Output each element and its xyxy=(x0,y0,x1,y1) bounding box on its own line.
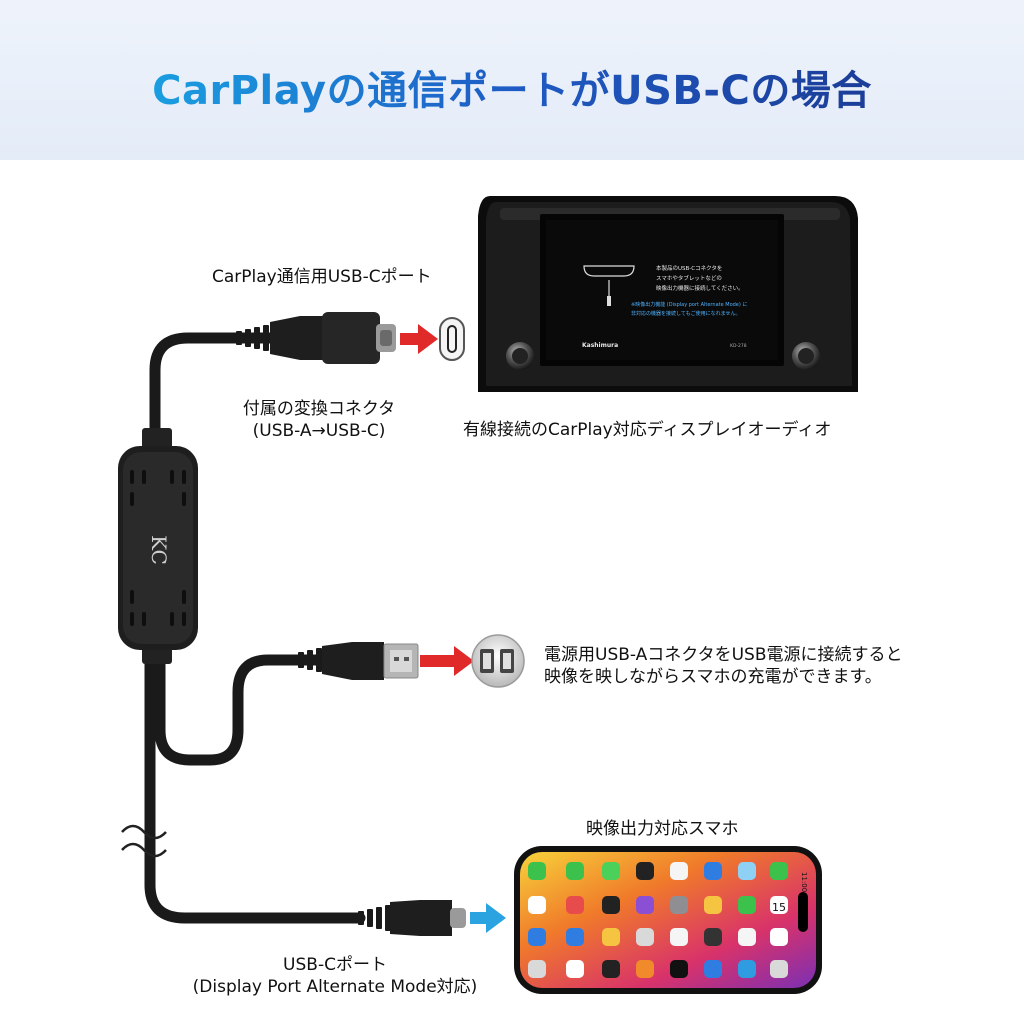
power-note: 電源用USB-AコネクタをUSB電源に接続すると 映像を映しながらスマホの充電が… xyxy=(544,644,903,688)
adapter-label-line1: 付属の変換コネクタ xyxy=(242,399,396,419)
usb-c-port-icon xyxy=(439,317,465,361)
cable-break-icon xyxy=(121,824,167,858)
usb-c-port-line1: USB-Cポート xyxy=(283,955,387,975)
carplay-port-label: CarPlay通信用USB-Cポート xyxy=(212,267,432,287)
header-banner xyxy=(0,0,1024,160)
display-screen xyxy=(546,220,778,360)
screen-line5: 非対応の機器を接続してもご使用になれません。 xyxy=(631,310,740,317)
screen-line3: 映像出力機器に接続してください。 xyxy=(656,284,744,292)
calendar-day: 15 xyxy=(772,901,786,914)
cable-phone xyxy=(144,654,366,924)
usb-c-port-label: USB-Cポート (Display Port Alternate Mode対応) xyxy=(170,954,500,998)
dynamic-island xyxy=(798,892,808,932)
usb-a-power-plug xyxy=(298,642,419,680)
power-note-line2: 映像を映しながらスマホの充電ができます。 xyxy=(544,667,882,687)
cables xyxy=(144,332,366,924)
usb-c-port-line2: (Display Port Alternate Mode対応) xyxy=(192,977,478,997)
adapter-label-line2: (USB-A→USB-C) xyxy=(252,421,386,441)
cable-top xyxy=(149,332,278,436)
arrow-to-usb-power xyxy=(420,646,474,676)
smartphone: 11:00 15 xyxy=(514,846,822,994)
power-note-line1: 電源用USB-AコネクタをUSB電源に接続すると xyxy=(544,645,903,665)
arrow-to-phone xyxy=(470,903,506,933)
phone-label: 映像出力対応スマホ xyxy=(586,819,739,839)
adapter-device: KC xyxy=(118,428,198,664)
usb-c-plug xyxy=(358,900,466,936)
usb-power-socket-icon xyxy=(471,634,525,688)
screen-line2: スマホやタブレットなどの xyxy=(656,274,722,282)
phone-time: 11:00 xyxy=(800,872,808,892)
page-title: CarPlayの通信ポートがUSB-Cの場合 xyxy=(152,68,872,114)
screen-model: KD-278 xyxy=(730,343,747,349)
display-audio-label: 有線接続のCarPlay対応ディスプレイオーディオ xyxy=(463,420,832,440)
screen-brand: Kashimura xyxy=(582,342,618,349)
app-grid: 15 xyxy=(528,862,788,978)
screen-line1: 本製品のUSB-Cコネクタを xyxy=(656,264,722,272)
arrow-to-carplay-port xyxy=(400,324,438,354)
cable-power xyxy=(154,654,326,766)
screen-line4: ※映像出力機能 (Display port Alternate Mode) に xyxy=(631,301,747,308)
adapter-label: 付属の変換コネクタ (USB-A→USB-C) xyxy=(224,398,414,442)
display-audio-unit: 本製品のUSB-Cコネクタを スマホやタブレットなどの 映像出力機器に接続してく… xyxy=(478,196,858,392)
usb-a-to-c-adapter xyxy=(236,312,396,364)
device-logo: KC xyxy=(147,535,171,565)
